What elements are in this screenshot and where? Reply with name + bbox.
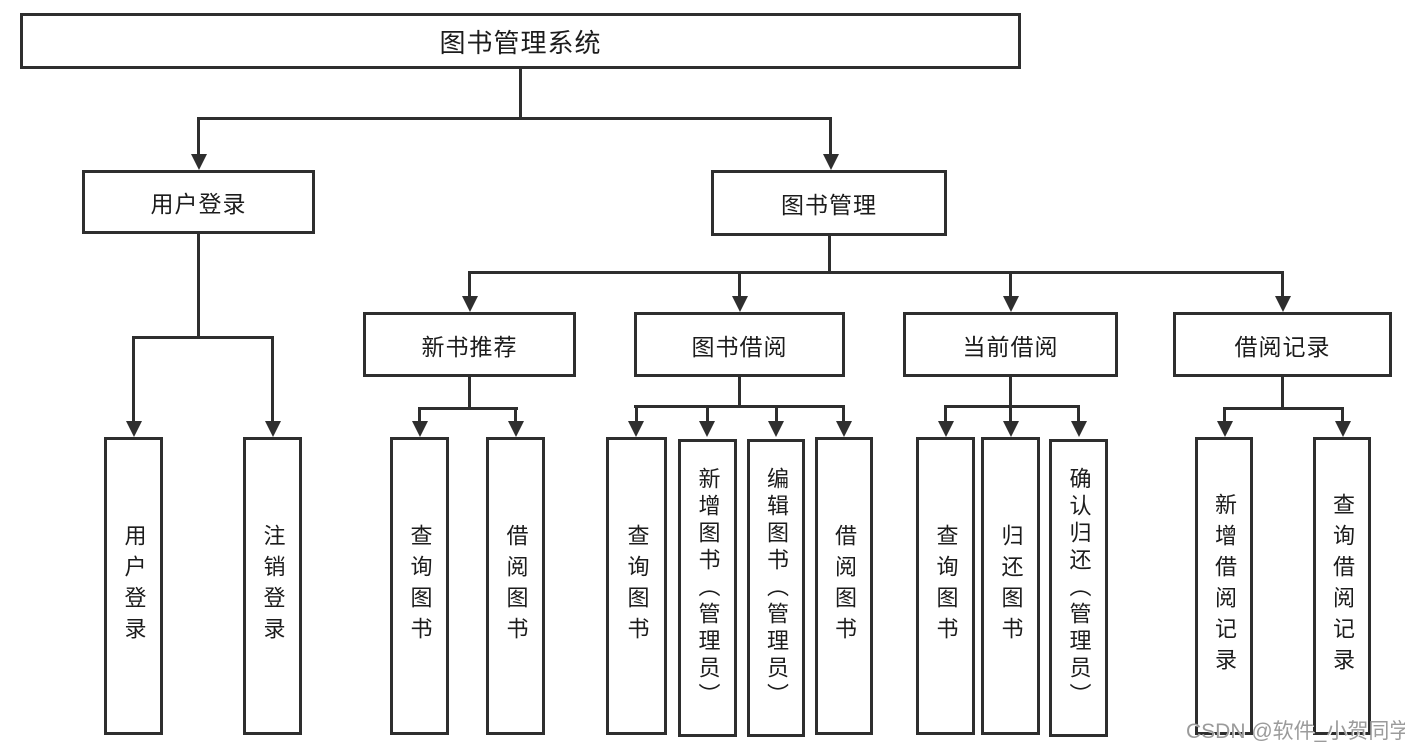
arrowhead-icon (1335, 421, 1351, 437)
connector-line (132, 336, 135, 423)
connector-line (1223, 407, 1344, 410)
connector-line (1281, 271, 1284, 298)
arrowhead-icon (462, 296, 478, 312)
arrowhead-icon (412, 421, 428, 437)
connector-line (418, 407, 518, 410)
connector-line (418, 407, 421, 423)
connector-line (197, 234, 200, 336)
connector-line (738, 271, 741, 298)
connector-line (829, 117, 832, 157)
arrowhead-icon (628, 421, 644, 437)
connector-line (132, 336, 274, 339)
node-user-login: 用户登录 (82, 170, 315, 234)
connector-line (842, 405, 845, 423)
leaf-query-book-current: 查询图书 (916, 437, 975, 735)
arrowhead-icon (126, 421, 142, 437)
arrowhead-icon (699, 421, 715, 437)
arrowhead-icon (1003, 421, 1019, 437)
node-book-borrow: 图书借阅 (634, 312, 845, 377)
leaf-add-borrow-record: 新增借阅记录 (1195, 437, 1253, 735)
arrowhead-icon (1275, 296, 1291, 312)
connector-line (468, 271, 1284, 274)
leaf-user-login: 用户登录 (104, 437, 163, 735)
arrowhead-icon (768, 421, 784, 437)
arrowhead-icon (265, 421, 281, 437)
connector-line (1077, 405, 1080, 423)
leaf-edit-book-admin: 编辑图书（管理员） (747, 439, 805, 737)
arrowhead-icon (823, 154, 839, 170)
leaf-return-book: 归还图书 (981, 437, 1040, 735)
connector-line (468, 271, 471, 298)
connector-line (1281, 377, 1284, 409)
connector-line (1009, 405, 1012, 423)
connector-line (197, 117, 200, 157)
connector-line (519, 69, 522, 119)
arrowhead-icon (1071, 421, 1087, 437)
node-borrow-record: 借阅记录 (1173, 312, 1392, 377)
arrowhead-icon (1217, 421, 1233, 437)
leaf-add-book-admin: 新增图书（管理员） (678, 439, 737, 737)
watermark: CSDN @软件_小贺同学 (1186, 720, 1405, 743)
leaf-logout: 注销登录 (243, 437, 302, 735)
connector-line (197, 117, 832, 120)
leaf-query-borrow-record: 查询借阅记录 (1313, 437, 1371, 735)
connector-line (1223, 407, 1226, 423)
connector-line (738, 377, 741, 407)
leaf-query-book-borrow: 查询图书 (606, 437, 667, 735)
node-root: 图书管理系统 (20, 13, 1021, 69)
connector-line (706, 405, 709, 423)
connector-line (828, 236, 831, 274)
connector-line (944, 405, 947, 423)
connector-line (775, 405, 778, 423)
leaf-confirm-return-admin: 确认归还（管理员） (1049, 439, 1108, 737)
arrowhead-icon (191, 154, 207, 170)
arrowhead-icon (732, 296, 748, 312)
connector-line (944, 405, 1080, 408)
connector-line (514, 407, 517, 423)
connector-line (1341, 407, 1344, 423)
arrowhead-icon (1003, 296, 1019, 312)
leaf-query-book-recommend: 查询图书 (390, 437, 449, 735)
connector-line (1009, 377, 1012, 407)
node-book-management: 图书管理 (711, 170, 947, 236)
node-current-borrow: 当前借阅 (903, 312, 1118, 377)
connector-line (1009, 271, 1012, 298)
connector-line (635, 405, 638, 423)
arrowhead-icon (508, 421, 524, 437)
leaf-borrow-book: 借阅图书 (815, 437, 873, 735)
node-new-book-recommend: 新书推荐 (363, 312, 576, 377)
arrowhead-icon (938, 421, 954, 437)
arrowhead-icon (836, 421, 852, 437)
connector-line (271, 336, 274, 423)
connector-line (468, 377, 471, 410)
connector-line (634, 405, 845, 408)
leaf-borrow-book-recommend: 借阅图书 (486, 437, 545, 735)
